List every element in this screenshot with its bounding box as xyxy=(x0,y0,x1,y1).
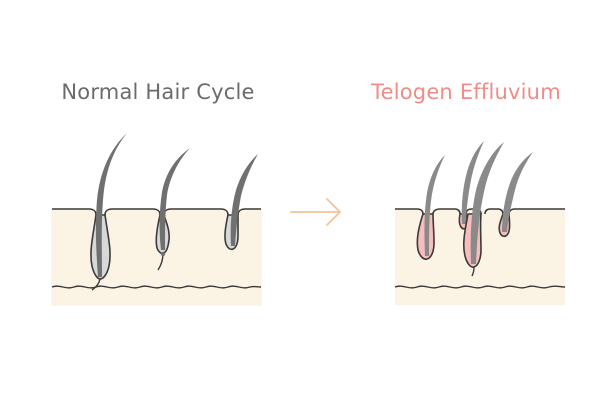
telogen-hair-4 xyxy=(502,152,533,232)
normal-hair-1 xyxy=(95,133,127,277)
normal-hair-3 xyxy=(230,154,258,246)
telogen-panel xyxy=(394,141,566,305)
right-arrow-icon xyxy=(290,198,341,226)
telogen-hair-3 xyxy=(470,142,504,264)
normal-hair-bulb-2 xyxy=(160,251,166,257)
arrow-head xyxy=(326,198,341,226)
normal-hair-2 xyxy=(159,148,190,250)
telogen-effluvium-title: Telogen Effluvium xyxy=(371,80,561,104)
normal-hair-cycle-title: Normal Hair Cycle xyxy=(61,80,255,104)
normal-skin-surface xyxy=(52,208,261,216)
telogen-hair-root-3 xyxy=(471,266,475,277)
telogen-hair-2 xyxy=(461,141,484,224)
normal-hair-root-1 xyxy=(91,278,101,291)
normal-dermis-line xyxy=(51,285,262,289)
telogen-dermis-line xyxy=(394,285,566,289)
normal-panel xyxy=(51,133,262,306)
telogen-hair-1 xyxy=(424,155,445,256)
